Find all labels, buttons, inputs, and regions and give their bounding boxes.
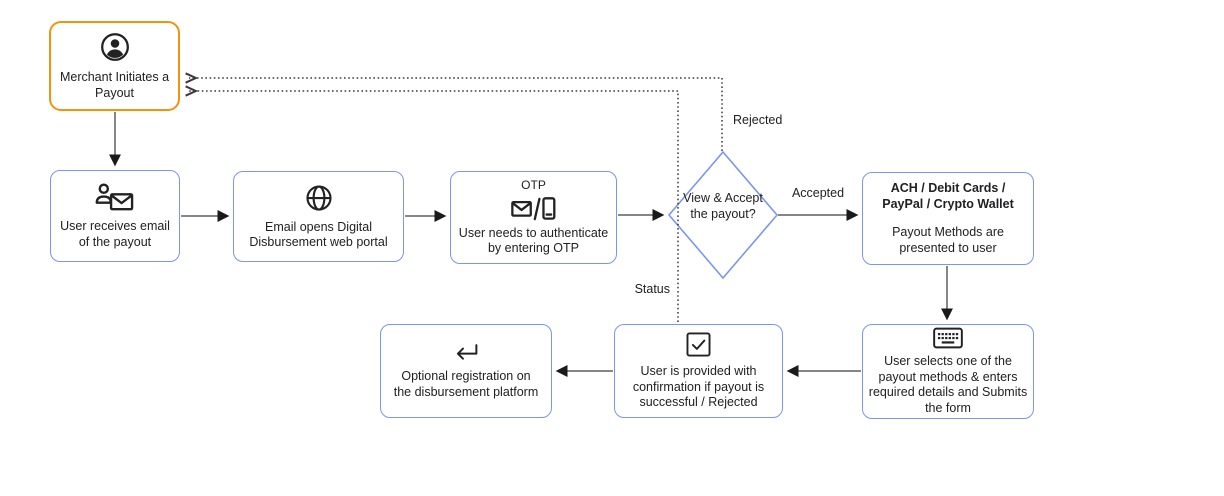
- node-label: User receives email of the payout: [60, 219, 170, 249]
- node-decision-view-accept: View & Accept the payout?: [683, 191, 763, 221]
- otp-caption: OTP: [521, 177, 546, 192]
- keyboard-icon: [933, 327, 963, 349]
- dotted-rejected-to-merchant: [189, 78, 723, 151]
- node-label: User needs to authenticate by entering O…: [458, 225, 609, 256]
- node-label: Payout Methods are presented to user: [892, 225, 1004, 255]
- node-label: User selects one of the payout methods &…: [868, 354, 1028, 415]
- node-select-payout-method: User selects one of the payout methods &…: [862, 324, 1034, 419]
- node-merchant-initiates-payout: Merchant Initiates a Payout: [49, 21, 180, 111]
- node-payout-methods: ACH / Debit Cards / PayPal / Crypto Wall…: [862, 172, 1034, 265]
- edge-label-accepted: Accepted: [791, 186, 845, 200]
- decision-diamond-shape: [667, 150, 779, 280]
- node-email-opens-portal: Email opens Digital Disbursement web por…: [233, 171, 404, 262]
- payout-methods-title: ACH / Debit Cards / PayPal / Crypto Wall…: [882, 181, 1014, 211]
- globe-icon: [304, 183, 334, 213]
- node-otp-authenticate: OTP User needs to authenticate by enteri…: [450, 171, 617, 264]
- node-label: Optional registration on the disbursemen…: [393, 369, 539, 399]
- node-label: Email opens Digital Disbursement web por…: [249, 219, 388, 250]
- dotted-status-to-merchant: [189, 91, 679, 322]
- person-mail-icon: [94, 182, 136, 212]
- mail-slash-phone-icon: [510, 196, 557, 222]
- account-circle-icon: [99, 31, 131, 63]
- node-optional-registration: Optional registration on the disbursemen…: [380, 324, 552, 418]
- node-label: Merchant Initiates a Payout: [59, 70, 170, 100]
- edge-label-status: Status: [634, 282, 670, 296]
- checkbox-checked-icon: [685, 331, 712, 358]
- edge-label-rejected: Rejected: [733, 113, 783, 127]
- return-arrow-icon: [451, 342, 481, 363]
- node-user-receives-email: User receives email of the payout: [50, 170, 180, 262]
- node-label: User is provided with confirmation if pa…: [632, 364, 765, 410]
- node-confirmation-status: User is provided with confirmation if pa…: [614, 324, 783, 418]
